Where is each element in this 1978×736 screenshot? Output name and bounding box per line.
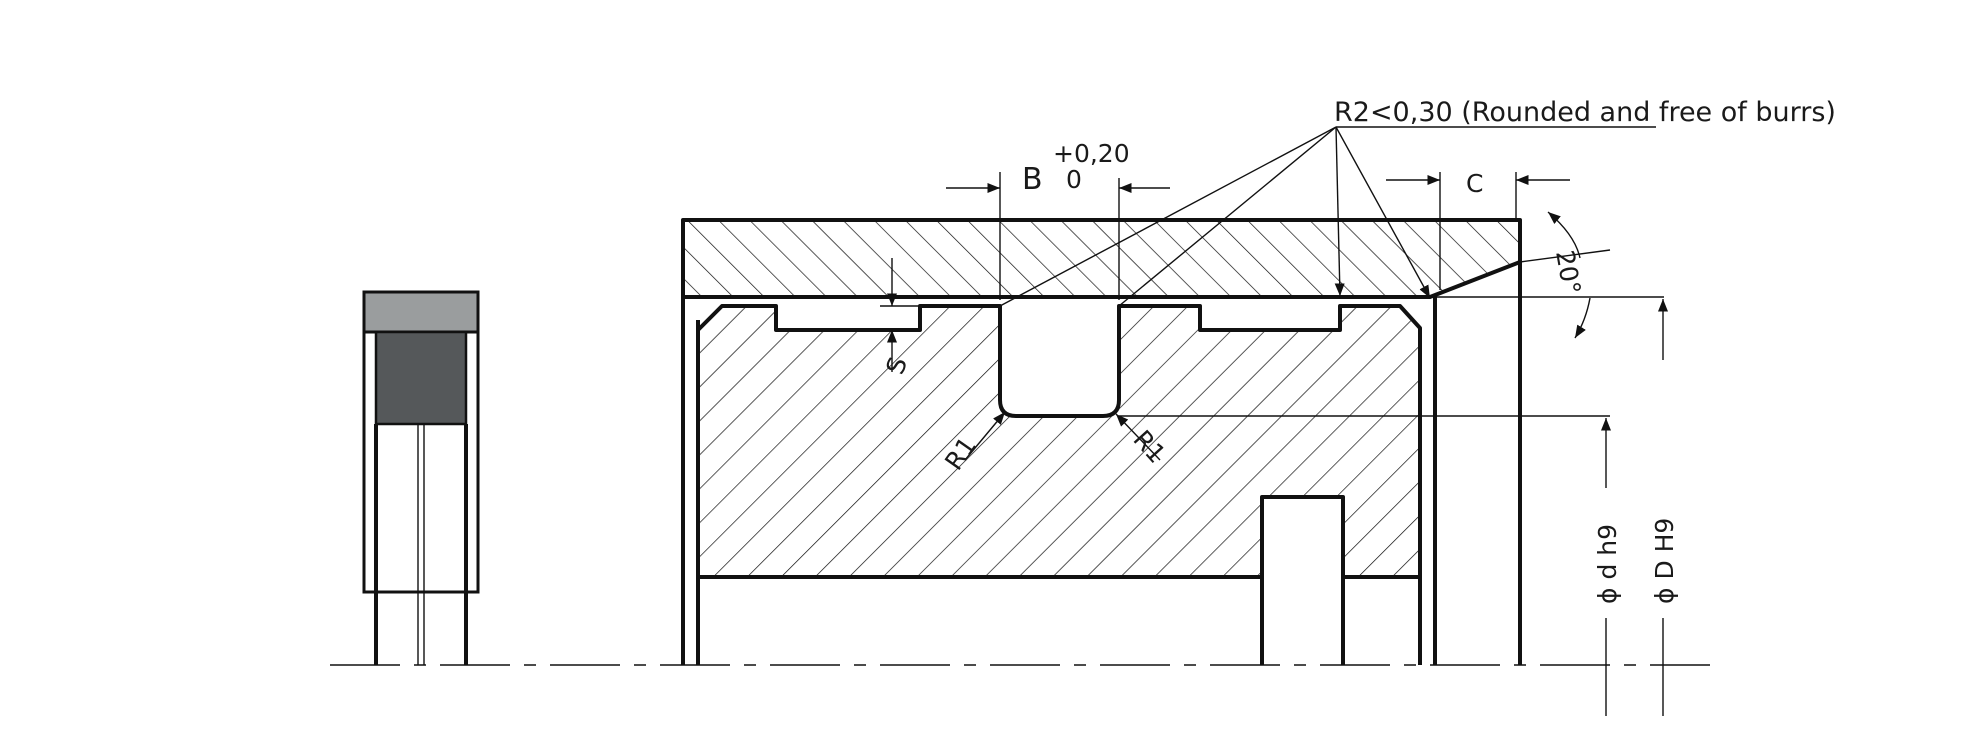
label-b-tol-lower: 0: [1066, 165, 1082, 194]
dimension-c: [1386, 172, 1570, 290]
seal-top-band: [362, 290, 480, 334]
r1-leaders: [964, 411, 1161, 461]
dimension-diameters: [1119, 299, 1669, 716]
r2-note-leaders: [999, 126, 1656, 307]
label-c: C: [1466, 169, 1483, 198]
dimension-angle: [1519, 211, 1611, 339]
r2-note: R2<0,30 (Rounded and free of burrs): [1334, 97, 1836, 128]
label-d-outer: ϕ D H9: [1650, 518, 1679, 604]
piston-section: [696, 304, 1422, 579]
label-d-inner: ϕ d h9: [1593, 524, 1622, 604]
housing-section: [681, 218, 1522, 299]
label-angle: 20°: [1550, 248, 1586, 297]
label-b: B: [1022, 162, 1043, 197]
dimension-s: [880, 258, 920, 372]
seal-side-view: [362, 290, 480, 665]
label-b-tol-upper: +0,20: [1053, 139, 1130, 168]
piston: [696, 304, 1422, 665]
seal-dark-block: [374, 330, 468, 426]
dimension-b: [946, 172, 1170, 300]
